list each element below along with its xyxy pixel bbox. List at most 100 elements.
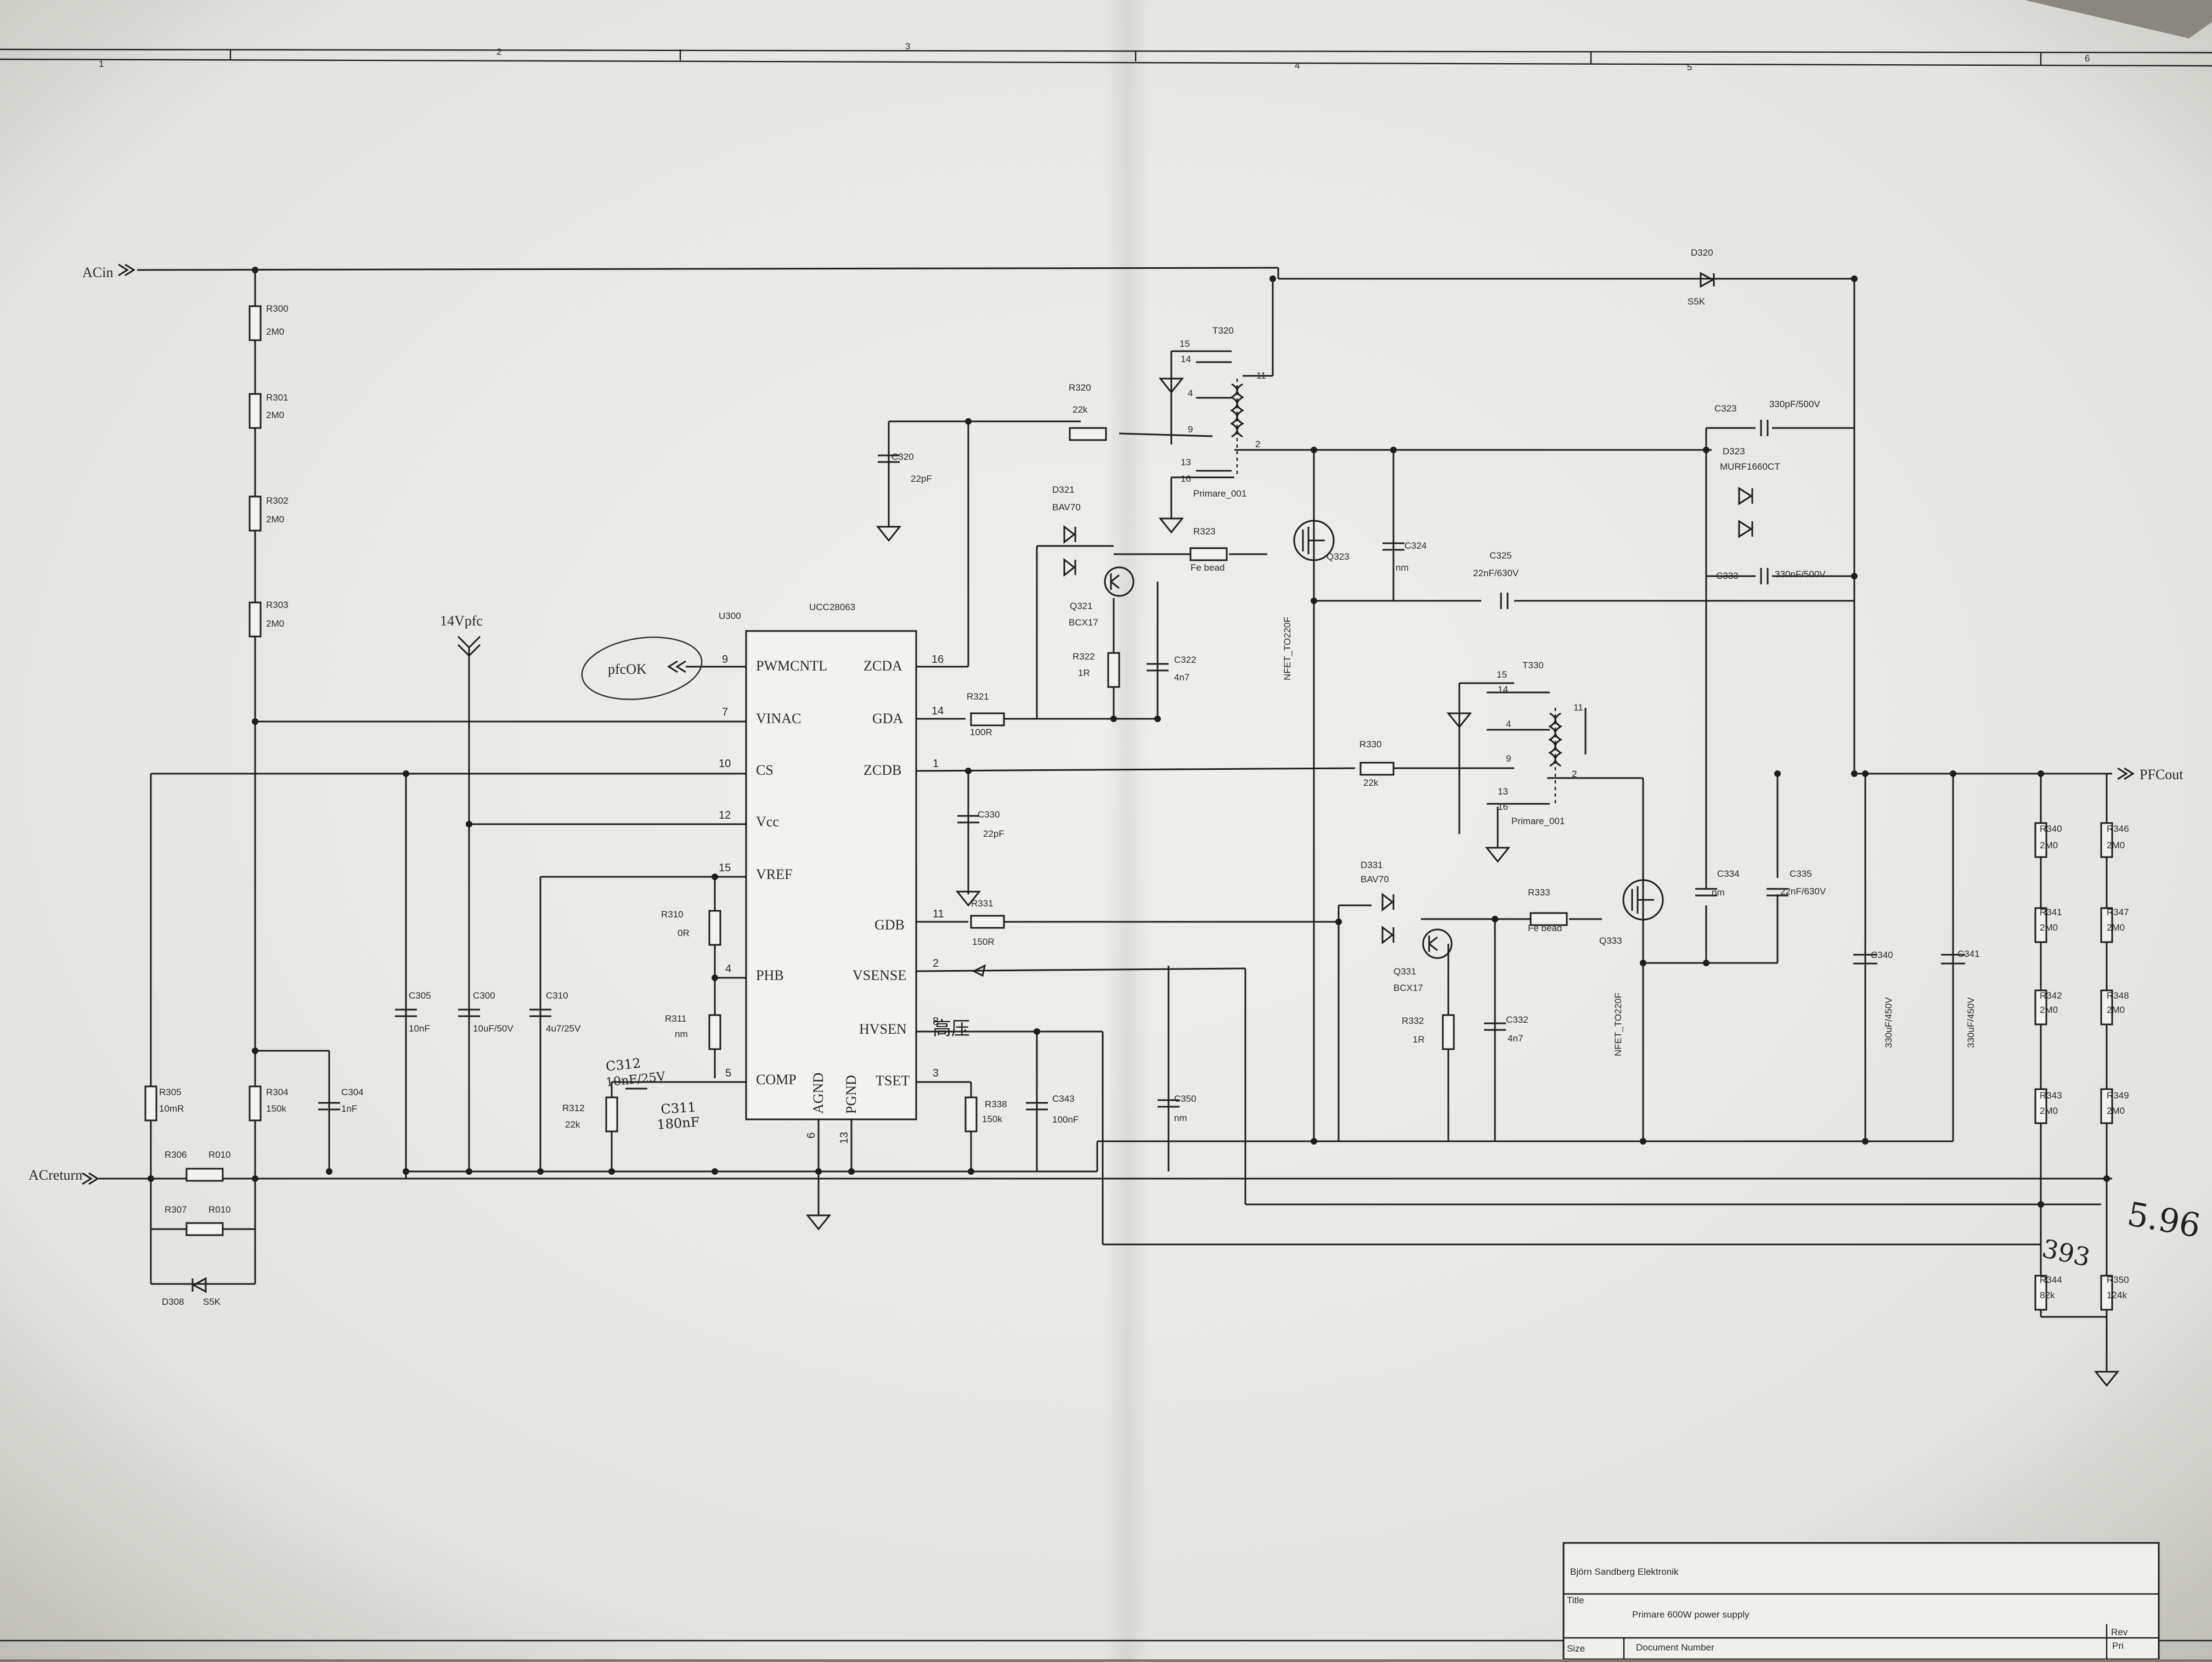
val-d323: MURF1660CT [1720, 461, 1780, 472]
d331-diode-icon [1381, 892, 1395, 945]
q321-bjt-icon [1104, 566, 1135, 597]
svg-text:16: 16 [1498, 802, 1508, 812]
pin-name: Vcc [756, 814, 779, 830]
ref-d321: D321 [1052, 484, 1075, 495]
ref-r300: R300 [266, 303, 289, 314]
svg-text:2: 2 [1572, 769, 1577, 779]
svg-text:15: 15 [1180, 339, 1190, 349]
val-r338: 150k [982, 1114, 1002, 1124]
val-r302: 2M0 [266, 514, 284, 525]
ref-c334: C334 [1717, 869, 1740, 879]
val-r307: R010 [208, 1204, 231, 1215]
ref-r306: R306 [165, 1150, 187, 1160]
val-c343: 100nF [1052, 1114, 1079, 1125]
pin-num: 7 [722, 706, 728, 718]
ref-d320: D320 [1691, 247, 1713, 258]
net-acreturn-label: ACreturn [29, 1167, 82, 1183]
ref-q331: Q331 [1393, 966, 1417, 977]
ref-c333: C333 [1716, 571, 1739, 581]
ref-c330: C330 [978, 809, 1000, 820]
rev-label: Rev [2111, 1627, 2128, 1637]
ref-c341: C341 [1957, 949, 1980, 959]
svg-text:4: 4 [1188, 388, 1193, 398]
val-r343: 2M0 [2040, 1106, 2058, 1116]
ref-r302: R302 [266, 495, 289, 506]
ref-r323: R323 [1193, 526, 1216, 537]
pin-name: GDB [874, 917, 905, 933]
pin-name: TSET [876, 1073, 910, 1089]
ref-r322: R322 [1073, 651, 1095, 662]
semiconductors [191, 272, 1753, 1293]
ref-c335: C335 [1790, 869, 1812, 879]
val-c341: 330uF/450V [1966, 997, 1976, 1048]
pin-num: 3 [933, 1067, 939, 1079]
hand-c311: C311 [660, 1100, 696, 1117]
ic-ref: U300 [719, 611, 741, 621]
pin-num: 5 [725, 1067, 731, 1079]
ref-c320: C320 [891, 452, 914, 462]
pin-name: PGND [843, 1075, 859, 1114]
document-title: Primare 600W power supply [1632, 1609, 1750, 1620]
val-r332: 1R [1413, 1034, 1425, 1045]
svg-text:2: 2 [1255, 439, 1260, 449]
val-c332: 4n7 [1508, 1033, 1523, 1044]
ref-q321: Q321 [1070, 601, 1093, 611]
pin-num: 8 [933, 1016, 939, 1028]
ref-r304: R304 [266, 1087, 289, 1097]
ref-r312: R312 [562, 1103, 585, 1113]
pin-num: 2 [933, 957, 939, 970]
pin-name: ZCDA [864, 658, 902, 674]
ref-c300: C300 [473, 990, 495, 1001]
grid-col-3: 3 [905, 41, 910, 52]
q331-bjt-icon [1422, 928, 1453, 959]
resistor-bodies [144, 305, 2113, 1311]
ref-r341: R341 [2040, 907, 2062, 917]
ref-c322: C322 [1174, 655, 1197, 665]
ref-c340: C340 [1871, 950, 1893, 960]
acreturn-arrow-icon [82, 1172, 99, 1185]
ref-r346: R346 [2107, 824, 2129, 834]
grid-col-5: 5 [1687, 62, 1692, 72]
pin-name: GDA [872, 711, 904, 726]
acin-arrow-icon [118, 263, 136, 277]
ref-r330: R330 [1359, 739, 1382, 750]
ref-r321: R321 [967, 691, 989, 702]
val-c305: 10nF [409, 1023, 430, 1034]
d321-diode-icon [1063, 525, 1076, 577]
ref-d331: D331 [1361, 860, 1383, 870]
val-q323: NFET_TO220F [1282, 617, 1293, 680]
val-c350: nm [1174, 1113, 1187, 1123]
ref-r303: R303 [266, 600, 289, 610]
ref-q323: Q323 [1327, 551, 1350, 562]
val-r344: 82k [2040, 1290, 2055, 1300]
ref-r311: R311 [665, 1013, 686, 1024]
pin-num: 16 [932, 653, 944, 666]
svg-text:11: 11 [1256, 370, 1266, 381]
val-t320: Primare_001 [1193, 488, 1246, 499]
ref-c323: C323 [1714, 403, 1737, 414]
ref-r344: R344 [2040, 1275, 2062, 1285]
pin-name: COMP [756, 1072, 797, 1088]
pin-num: 15 [719, 862, 731, 874]
ref-t330: T330 [1522, 660, 1544, 671]
paper-fold [1105, 0, 1149, 1659]
vsense-arrow-icon [972, 964, 986, 977]
pin-name: PWMCNTL [756, 658, 827, 674]
pfcout-arrow-icon [2117, 767, 2135, 780]
pin-num: 10 [719, 758, 731, 770]
ref-r333: R333 [1528, 887, 1550, 898]
ref-c332: C332 [1506, 1015, 1528, 1025]
val-c333: 330nF/500V [1775, 569, 1826, 579]
val-t330: Primare_001 [1511, 816, 1565, 826]
pin-num: 11 [933, 908, 944, 920]
svg-text:15: 15 [1497, 669, 1507, 680]
ref-r310: R310 [661, 909, 684, 920]
pin-name: CS [756, 762, 774, 778]
val-c323: 330pF/500V [1769, 399, 1820, 409]
q333-mosfet-icon [1622, 879, 1664, 921]
pin-num: 12 [719, 809, 731, 821]
pin-name: ZCDB [864, 762, 901, 778]
ref-r307: R307 [165, 1204, 187, 1215]
pin-num: 6 [805, 1133, 817, 1139]
